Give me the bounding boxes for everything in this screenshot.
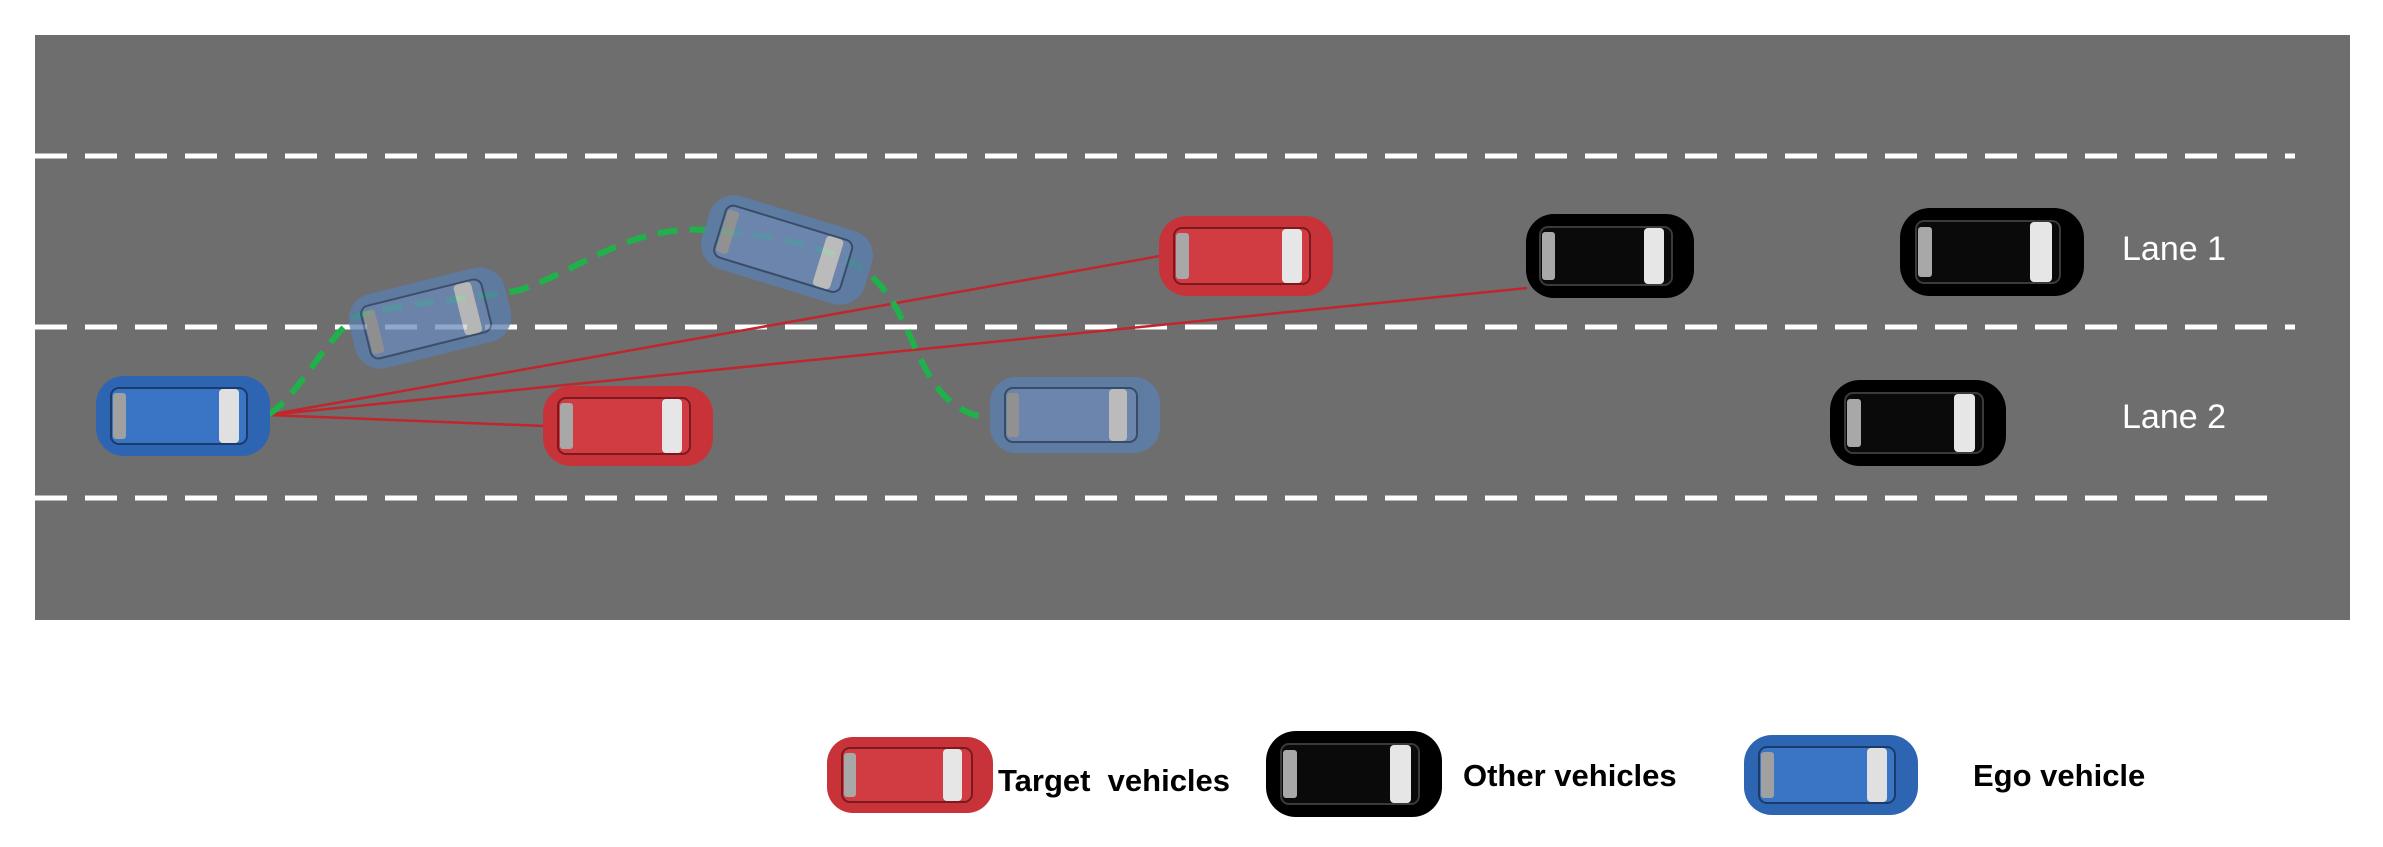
legend-other-swatch <box>1266 731 1442 817</box>
ego-ghost-1 <box>348 267 512 369</box>
legend-target-label: Target vehicles <box>998 763 1230 798</box>
other-vehicle-lane1-b <box>1900 208 2084 296</box>
legend-target-swatch <box>827 737 993 813</box>
other-vehicle-lane1-a <box>1526 214 1694 298</box>
legend-ego-label: Ego vehicle <box>1973 758 2145 793</box>
legend: Target vehicles Other vehicles Ego vehic… <box>827 731 2145 817</box>
sensing-line-to-other-lane1 <box>267 286 1528 417</box>
ego-ghost-3 <box>990 377 1160 453</box>
sensing-line-to-target-lane1 <box>267 254 1161 417</box>
sensing-lines <box>267 254 1528 428</box>
ego-vehicle <box>96 376 270 456</box>
ego-ghost-2 <box>701 195 873 305</box>
other-vehicle-lane2 <box>1830 380 2006 466</box>
target-vehicle-lane2 <box>543 386 713 466</box>
lane-label-1: Lane 1 <box>2122 230 2226 268</box>
legend-ego-swatch <box>1744 735 1918 815</box>
legend-other-label: Other vehicles <box>1463 758 1677 793</box>
lane-label-2: Lane 2 <box>2122 398 2226 436</box>
target-vehicle-lane1 <box>1159 216 1333 296</box>
sensing-line-to-target-lane2 <box>267 413 546 428</box>
